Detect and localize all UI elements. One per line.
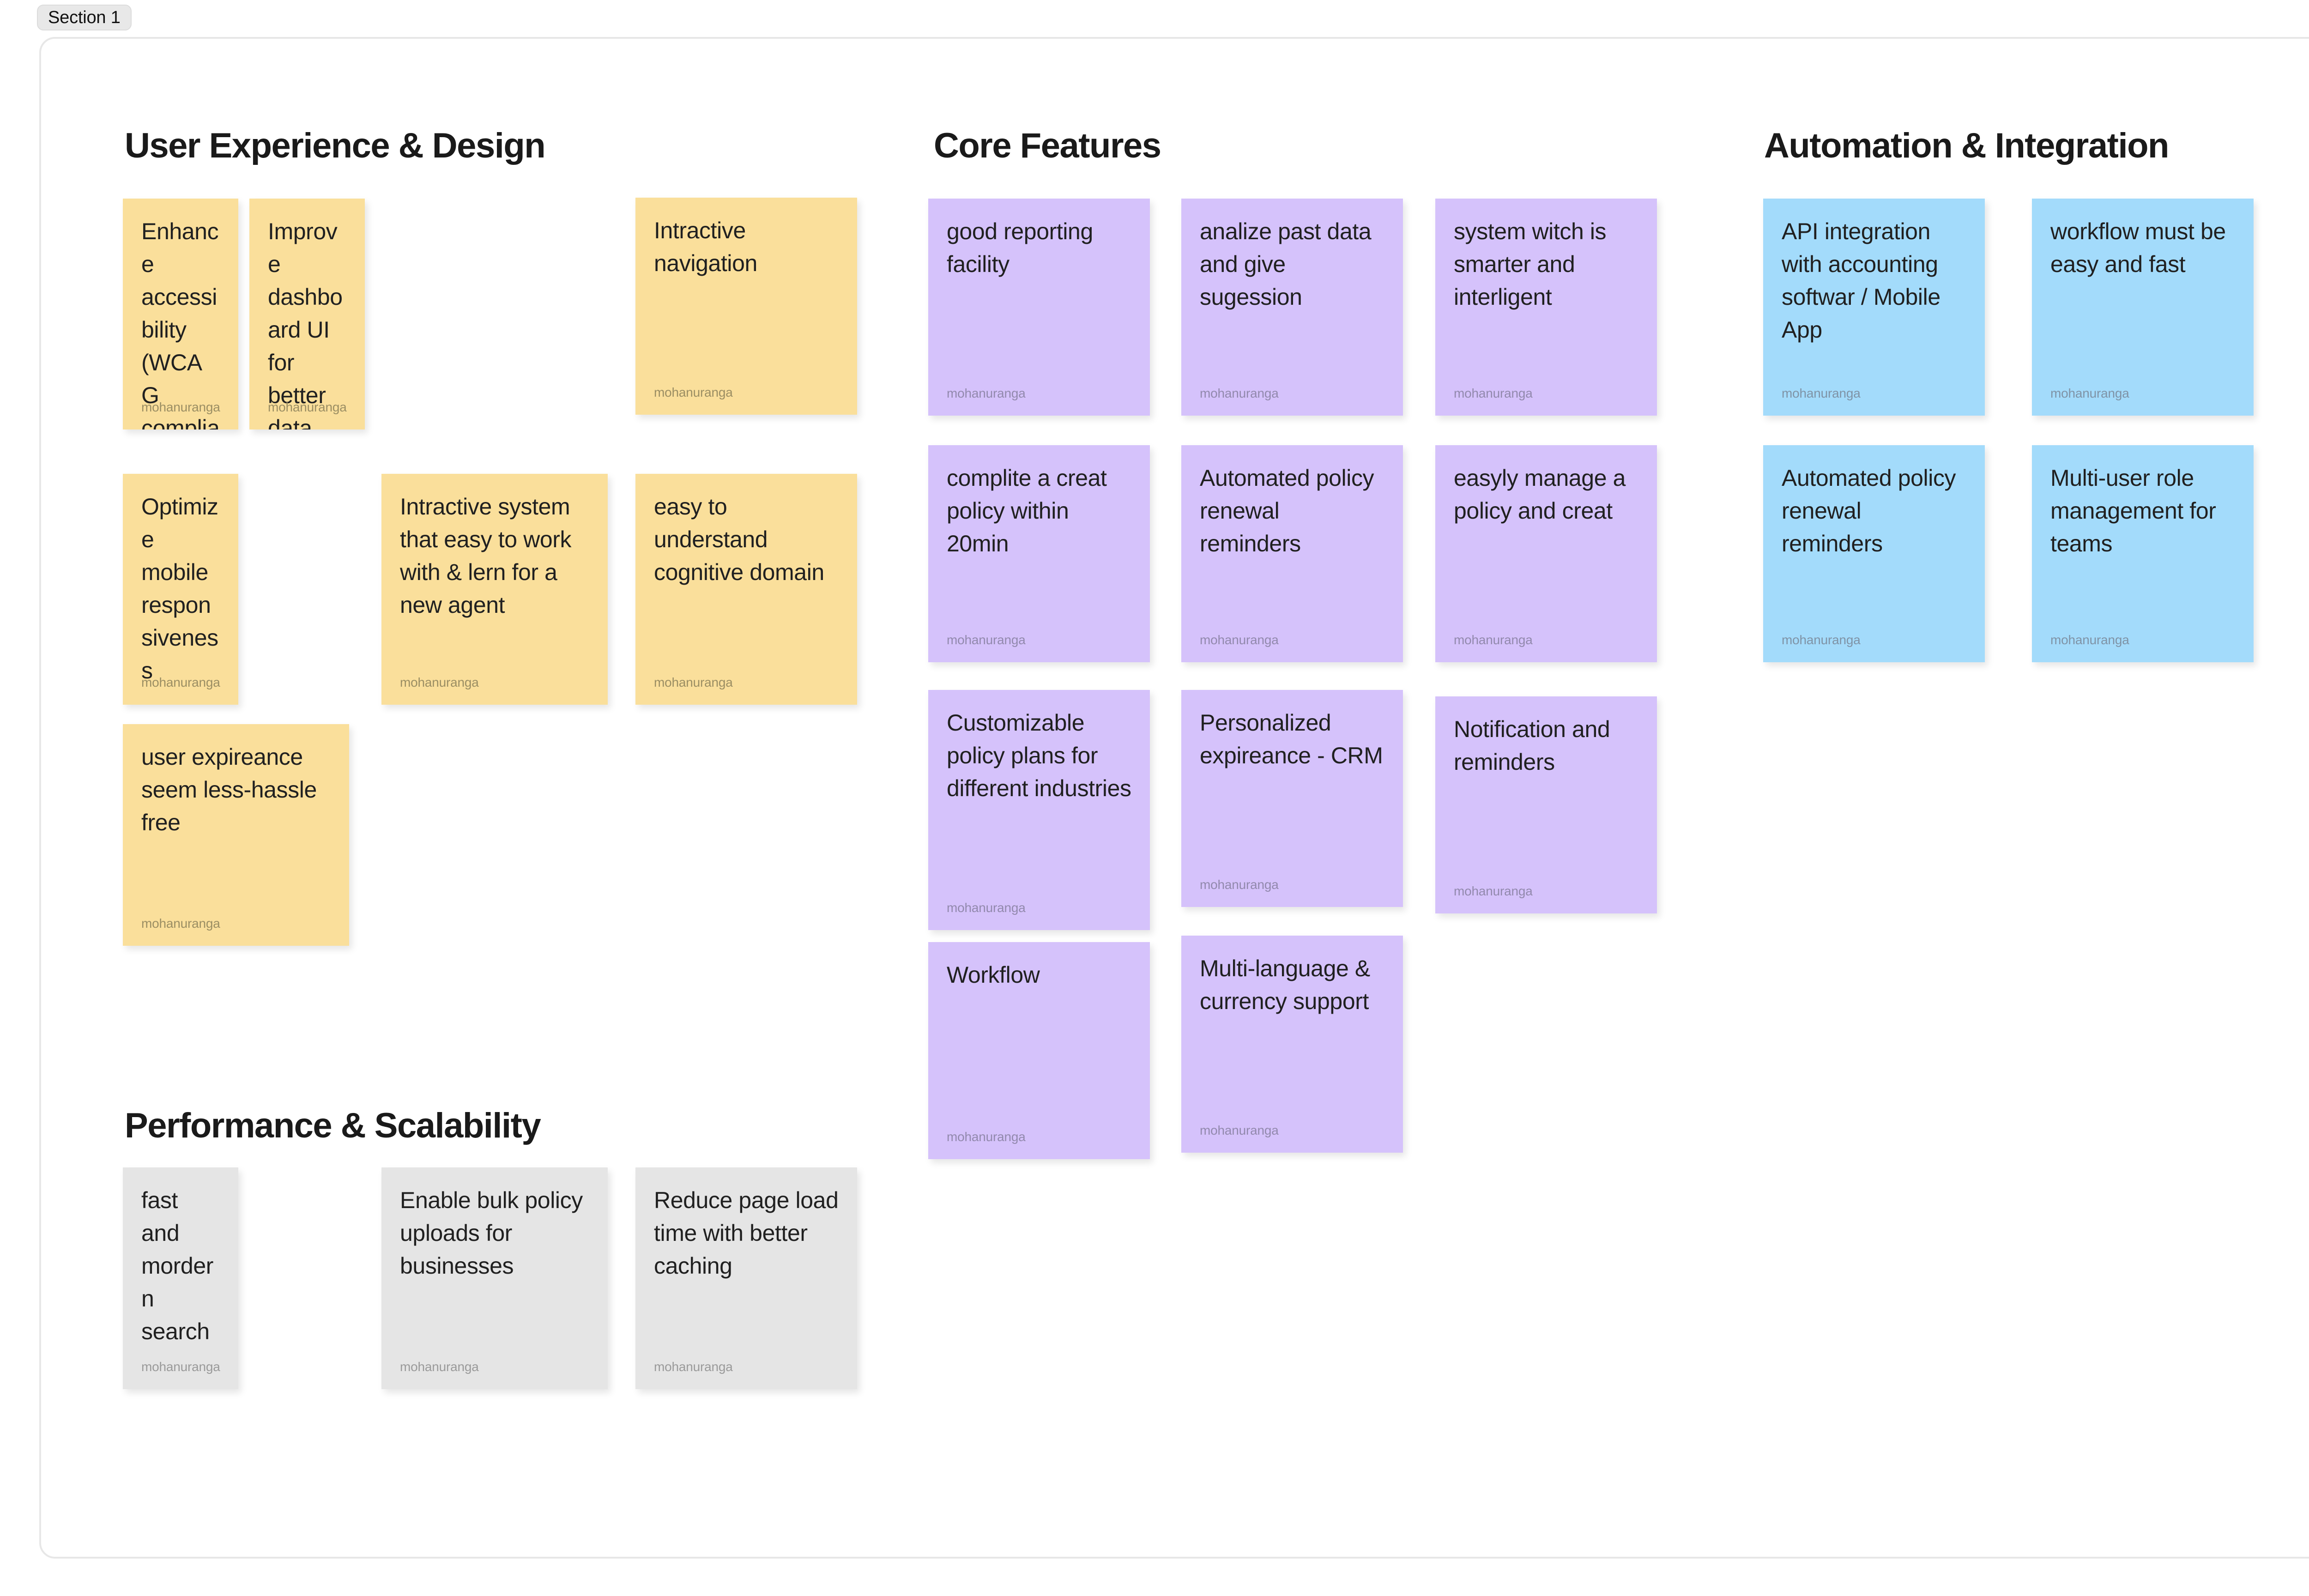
- sticky-note-author: mohanuranga: [400, 675, 479, 689]
- sticky-note-text: user expireance seem less-hassle free: [141, 744, 317, 835]
- group-title-core-features: Core Features: [934, 126, 1161, 165]
- sticky-note[interactable]: easyly manage a policy and creat mohanur…: [1435, 445, 1657, 662]
- sticky-note-author: mohanuranga: [947, 901, 1026, 915]
- sticky-note-author: mohanuranga: [947, 633, 1026, 647]
- sticky-note-text: Enable bulk policy uploads for businesse…: [400, 1187, 583, 1279]
- sticky-note-text: Optimize mobile responsiveness: [141, 494, 218, 683]
- sticky-note-author: mohanuranga: [400, 1360, 479, 1374]
- sticky-note-text: API integration with accounting softwar …: [1782, 218, 1940, 343]
- sticky-note-text: Automated policy renewal reminders: [1782, 465, 1956, 556]
- sticky-note-text: fast and mordern search: [141, 1187, 213, 1344]
- sticky-note[interactable]: analize past data and give sugession moh…: [1181, 199, 1403, 416]
- sticky-note[interactable]: user expireance seem less-hassle free mo…: [123, 724, 349, 946]
- sticky-note-author: mohanuranga: [141, 1360, 220, 1374]
- sticky-note-text: Workflow: [947, 962, 1040, 988]
- sticky-note-author: mohanuranga: [654, 675, 733, 689]
- sticky-note[interactable]: Improve dashboard UI for better data vis…: [249, 199, 365, 429]
- sticky-note-text: easyly manage a policy and creat: [1454, 465, 1626, 524]
- sticky-note-author: mohanuranga: [1200, 386, 1279, 400]
- sticky-note-text: system witch is smarter and interligent: [1454, 218, 1607, 310]
- group-title-performance-scalability: Performance & Scalability: [125, 1106, 541, 1145]
- sticky-note[interactable]: easy to understand cognitive domain moha…: [635, 474, 857, 705]
- sticky-note[interactable]: Optimize mobile responsiveness mohanuran…: [123, 474, 238, 705]
- sticky-note-text: complite a creat policy within 20min: [947, 465, 1107, 556]
- sticky-note-author: mohanuranga: [1782, 633, 1861, 647]
- sticky-note-author: mohanuranga: [947, 1130, 1026, 1144]
- sticky-note-author: mohanuranga: [1454, 633, 1533, 647]
- sticky-note-author: mohanuranga: [268, 400, 347, 414]
- sticky-note-text: good reporting facility: [947, 218, 1093, 277]
- group-title-user-experience-design: User Experience & Design: [125, 126, 546, 165]
- sticky-note-text: workflow must be easy and fast: [2050, 218, 2226, 277]
- sticky-note[interactable]: Enable bulk policy uploads for businesse…: [381, 1167, 608, 1389]
- sticky-note[interactable]: Enhance accessibility (WCAG compliance) …: [123, 199, 238, 429]
- sticky-note[interactable]: Personalized expireance - CRM mohanurang…: [1181, 690, 1403, 907]
- sticky-note-author: mohanuranga: [2050, 633, 2129, 647]
- sticky-note-author: mohanuranga: [654, 385, 733, 399]
- sticky-note-text: Improve dashboard UI for better data vis…: [268, 218, 343, 429]
- sticky-note-author: mohanuranga: [141, 916, 220, 931]
- sticky-note[interactable]: API integration with accounting softwar …: [1763, 199, 1985, 416]
- sticky-note[interactable]: complite a creat policy within 20min moh…: [928, 445, 1150, 662]
- group-title-automation-integration: Automation & Integration: [1764, 126, 2169, 165]
- sticky-note-text: Customizable policy plans for different …: [947, 710, 1131, 801]
- sticky-note-text: Intractive system that easy to work with…: [400, 494, 572, 618]
- sticky-note-text: easy to understand cognitive domain: [654, 494, 824, 585]
- sticky-note-author: mohanuranga: [1782, 386, 1861, 400]
- sticky-note-text: Enhance accessibility (WCAG compliance): [141, 218, 220, 429]
- sticky-note-author: mohanuranga: [1200, 633, 1279, 647]
- sticky-note[interactable]: Notification and reminders mohanuranga: [1435, 696, 1657, 913]
- sticky-note[interactable]: fast and mordern search mohanuranga: [123, 1167, 238, 1389]
- sticky-note[interactable]: system witch is smarter and interligent …: [1435, 199, 1657, 416]
- sticky-note[interactable]: Automated policy renewal reminders mohan…: [1763, 445, 1985, 662]
- sticky-note-author: mohanuranga: [1454, 884, 1533, 898]
- sticky-note[interactable]: Reduce page load time with better cachin…: [635, 1167, 857, 1389]
- sticky-note[interactable]: Workflow mohanuranga: [928, 942, 1150, 1159]
- sticky-note[interactable]: workflow must be easy and fast mohanuran…: [2032, 199, 2254, 416]
- sticky-note[interactable]: good reporting facility mohanuranga: [928, 199, 1150, 416]
- sticky-note-text: Intractive navigation: [654, 218, 757, 276]
- sticky-note-text: Personalized expireance - CRM: [1200, 710, 1383, 768]
- sticky-note-author: mohanuranga: [1200, 1123, 1279, 1137]
- sticky-note[interactable]: Intractive navigation mohanuranga: [635, 198, 857, 415]
- sticky-note-text: Notification and reminders: [1454, 716, 1610, 775]
- sticky-note-author: mohanuranga: [1454, 386, 1533, 400]
- sticky-note-author: mohanuranga: [141, 400, 220, 414]
- section-badge[interactable]: Section 1: [37, 5, 132, 30]
- sticky-note-author: mohanuranga: [947, 386, 1026, 400]
- sticky-note[interactable]: Automated policy renewal reminders mohan…: [1181, 445, 1403, 662]
- sticky-note-text: Multi-language & currency support: [1200, 955, 1370, 1014]
- sticky-note-text: Multi-user role management for teams: [2050, 465, 2216, 556]
- sticky-note-author: mohanuranga: [2050, 386, 2129, 400]
- sticky-note[interactable]: Intractive system that easy to work with…: [381, 474, 608, 705]
- sticky-note-author: mohanuranga: [654, 1360, 733, 1374]
- sticky-note[interactable]: Multi-language & currency support mohanu…: [1181, 936, 1403, 1153]
- sticky-note-text: analize past data and give sugession: [1200, 218, 1372, 310]
- sticky-note-text: Reduce page load time with better cachin…: [654, 1187, 839, 1279]
- sticky-note-text: Automated policy renewal reminders: [1200, 465, 1374, 556]
- sticky-note[interactable]: Customizable policy plans for different …: [928, 690, 1150, 930]
- sticky-note-author: mohanuranga: [141, 675, 220, 689]
- sticky-note[interactable]: Multi-user role management for teams moh…: [2032, 445, 2254, 662]
- sticky-note-author: mohanuranga: [1200, 877, 1279, 892]
